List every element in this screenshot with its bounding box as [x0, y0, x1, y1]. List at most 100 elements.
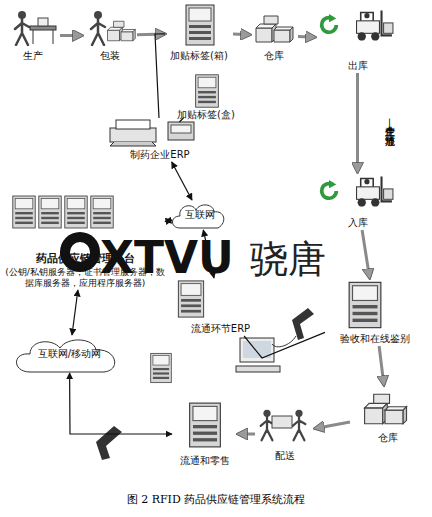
packing-icon — [108, 21, 136, 41]
node-label: 流通和零售 — [180, 455, 230, 467]
delivery-people — [293, 410, 306, 441]
printer-icon — [110, 128, 156, 142]
cloud-shape — [17, 340, 115, 372]
forklift-in — [357, 176, 393, 206]
system-node: 流通环节ERP — [168, 278, 273, 336]
watermark-text: 骁唐 — [250, 234, 326, 285]
packing-icon — [91, 11, 105, 45]
figure-caption: 图 2 RFID 药品供应链管理系统流程 — [0, 492, 432, 507]
process-step: 配送 — [255, 405, 315, 463]
link-line — [165, 220, 172, 221]
forklift-in — [322, 180, 337, 198]
computer-icon — [236, 338, 280, 372]
labeling-machine — [186, 5, 214, 45]
node-label: 仓库 — [378, 432, 398, 444]
cloud-node: 互联网 — [172, 200, 228, 230]
watermark-logo — [60, 232, 100, 272]
forklift-in — [322, 176, 393, 206]
retail-terminal — [151, 353, 172, 382]
process-step: 入库 — [315, 172, 400, 230]
server-rack — [39, 196, 61, 228]
labeling-machine — [196, 75, 219, 107]
inspection-machine — [349, 282, 381, 327]
server-rack — [91, 196, 113, 228]
process-step: 生产 — [5, 8, 60, 63]
forklift-out — [322, 10, 393, 40]
watermark-logo — [60, 232, 100, 272]
link-line — [70, 373, 172, 434]
forklift-out — [357, 10, 393, 40]
watermark-text: XTVU — [100, 232, 234, 283]
flow-arrow — [60, 34, 82, 37]
production-icon — [15, 11, 29, 45]
system-node: 制药企业ERP — [100, 118, 220, 162]
delivery-people — [261, 410, 306, 441]
link-line — [244, 332, 325, 358]
inspection-machine — [349, 282, 381, 327]
production-icon — [15, 11, 56, 45]
computer-icon — [236, 366, 280, 372]
production-icon — [38, 18, 48, 26]
node-label: 出库 — [348, 60, 368, 72]
node-label: 互联网/移动网 — [38, 348, 101, 360]
erp-terminal — [178, 281, 203, 317]
delivery-people — [261, 410, 274, 441]
flow-arrow — [298, 35, 315, 39]
node-label: 包装 — [100, 50, 120, 62]
node-label: 加贴标签(盒) — [177, 109, 235, 121]
node-label: 入库 — [348, 217, 368, 229]
node-label: 流通环节ERP — [191, 323, 250, 335]
retail-terminal — [151, 353, 172, 382]
process-step: 仓库 — [250, 8, 298, 63]
process-step: 验收和在线鉴别 — [325, 278, 425, 346]
erp-terminal — [168, 122, 194, 140]
process-step: 加贴标签(盒) — [175, 72, 237, 122]
flow-arrow — [233, 33, 250, 37]
link-line — [155, 34, 165, 118]
rfid-reader — [272, 308, 314, 347]
erp-terminal — [178, 281, 203, 317]
cloud-shape — [173, 205, 224, 228]
labeling-machine — [196, 75, 219, 107]
rfid-reader — [292, 308, 314, 340]
flow-arrow — [238, 433, 255, 436]
edge-label: 生产企业—流通环节 — [383, 118, 397, 128]
node-label: 验收和在线鉴别 — [340, 333, 410, 345]
warehouse-boxes — [365, 394, 407, 423]
node-label: 加贴标签(箱) — [170, 50, 228, 62]
erp-terminal — [171, 125, 191, 133]
link-line — [172, 162, 192, 200]
node-label: 配送 — [275, 450, 295, 462]
server-rack — [13, 196, 113, 228]
retail-machine — [190, 403, 221, 447]
computer-icon — [240, 338, 274, 362]
node-label: 制药企业ERP — [130, 149, 189, 161]
erp-terminal — [168, 122, 194, 140]
process-step: 流通和零售 — [172, 400, 238, 468]
warehouse-boxes — [256, 16, 293, 42]
forklift-out — [322, 14, 337, 32]
flow-arrow — [379, 346, 384, 385]
delivery-people — [272, 416, 292, 428]
production-icon — [33, 30, 53, 44]
flow-arrow — [356, 73, 359, 172]
warehouse-boxes — [256, 16, 293, 42]
link-line — [72, 290, 78, 335]
node-label: 仓库 — [264, 50, 284, 62]
packing-icon — [91, 11, 135, 45]
server-rack — [13, 196, 35, 228]
handheld-reader — [96, 426, 122, 460]
process-step: 加贴标签(箱) — [165, 3, 233, 63]
process-step: 包装 — [82, 8, 137, 63]
printer-icon — [110, 120, 156, 146]
process-step: 仓库 — [350, 385, 425, 445]
printer-icon — [110, 142, 156, 146]
server-rack — [65, 196, 87, 228]
flow-arrow — [315, 422, 350, 428]
process-step: 出库 — [315, 5, 400, 73]
handheld-reader — [96, 426, 122, 460]
node-label: 生产 — [23, 50, 43, 62]
printer-icon — [116, 120, 150, 129]
retail-machine — [190, 403, 221, 447]
